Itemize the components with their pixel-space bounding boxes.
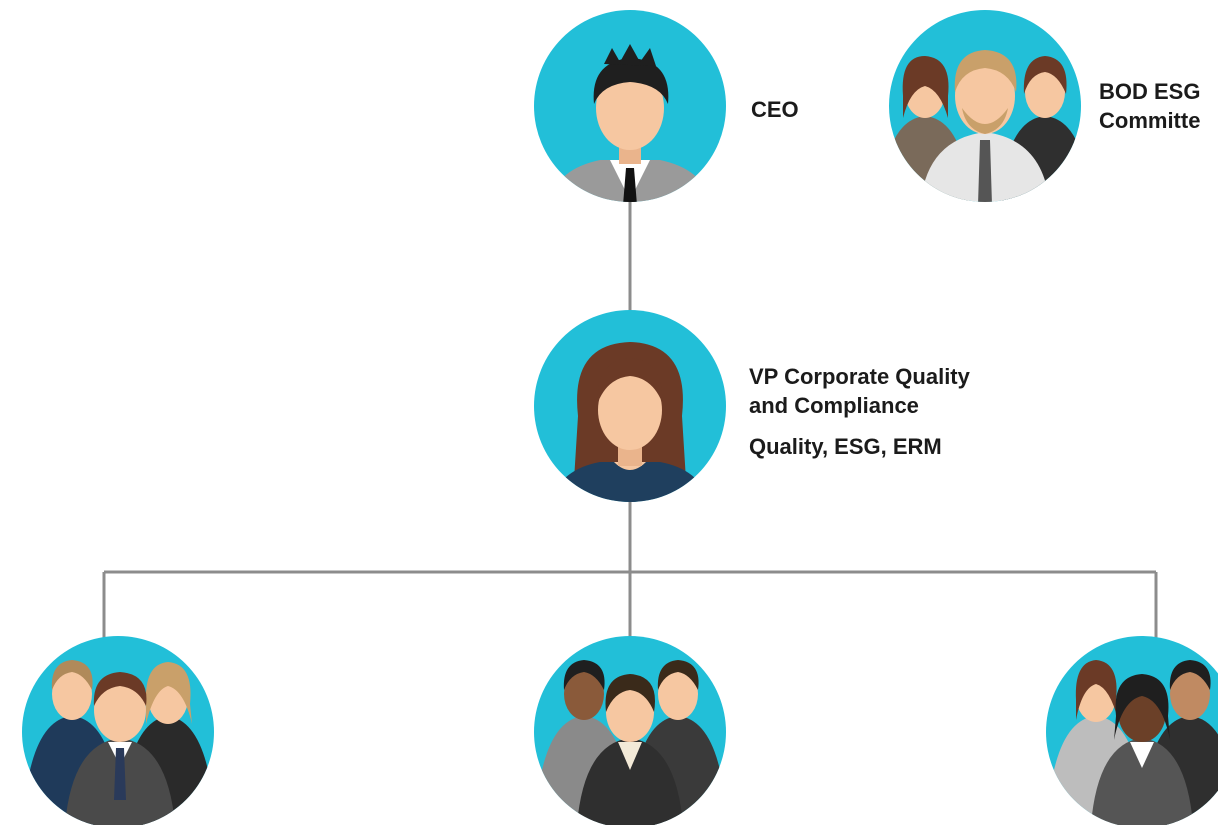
vp-title-line-1: VP Corporate Quality xyxy=(749,364,970,389)
team-group-icon xyxy=(22,636,214,825)
ceo-avatar-icon xyxy=(534,10,726,202)
bod-label-line-1: BOD ESG xyxy=(1099,79,1201,104)
vp-responsibilities: Quality, ESG, ERM xyxy=(749,434,942,459)
vp-label: VP Corporate Quality and Compliance Qual… xyxy=(749,362,970,461)
connector-lines xyxy=(102,200,1158,640)
team-group-icon xyxy=(1046,636,1218,825)
ceo-label: CEO xyxy=(751,95,799,124)
team-group-icon xyxy=(534,636,726,825)
ceo-title: CEO xyxy=(751,97,799,122)
bod-label-line-2: Committe xyxy=(1099,108,1201,133)
bod-committee-label: BOD ESG Committe xyxy=(1099,77,1200,135)
committee-group-icon xyxy=(889,10,1081,202)
vp-title-line-2: and Compliance xyxy=(749,393,919,418)
vp-avatar-icon xyxy=(534,310,726,502)
